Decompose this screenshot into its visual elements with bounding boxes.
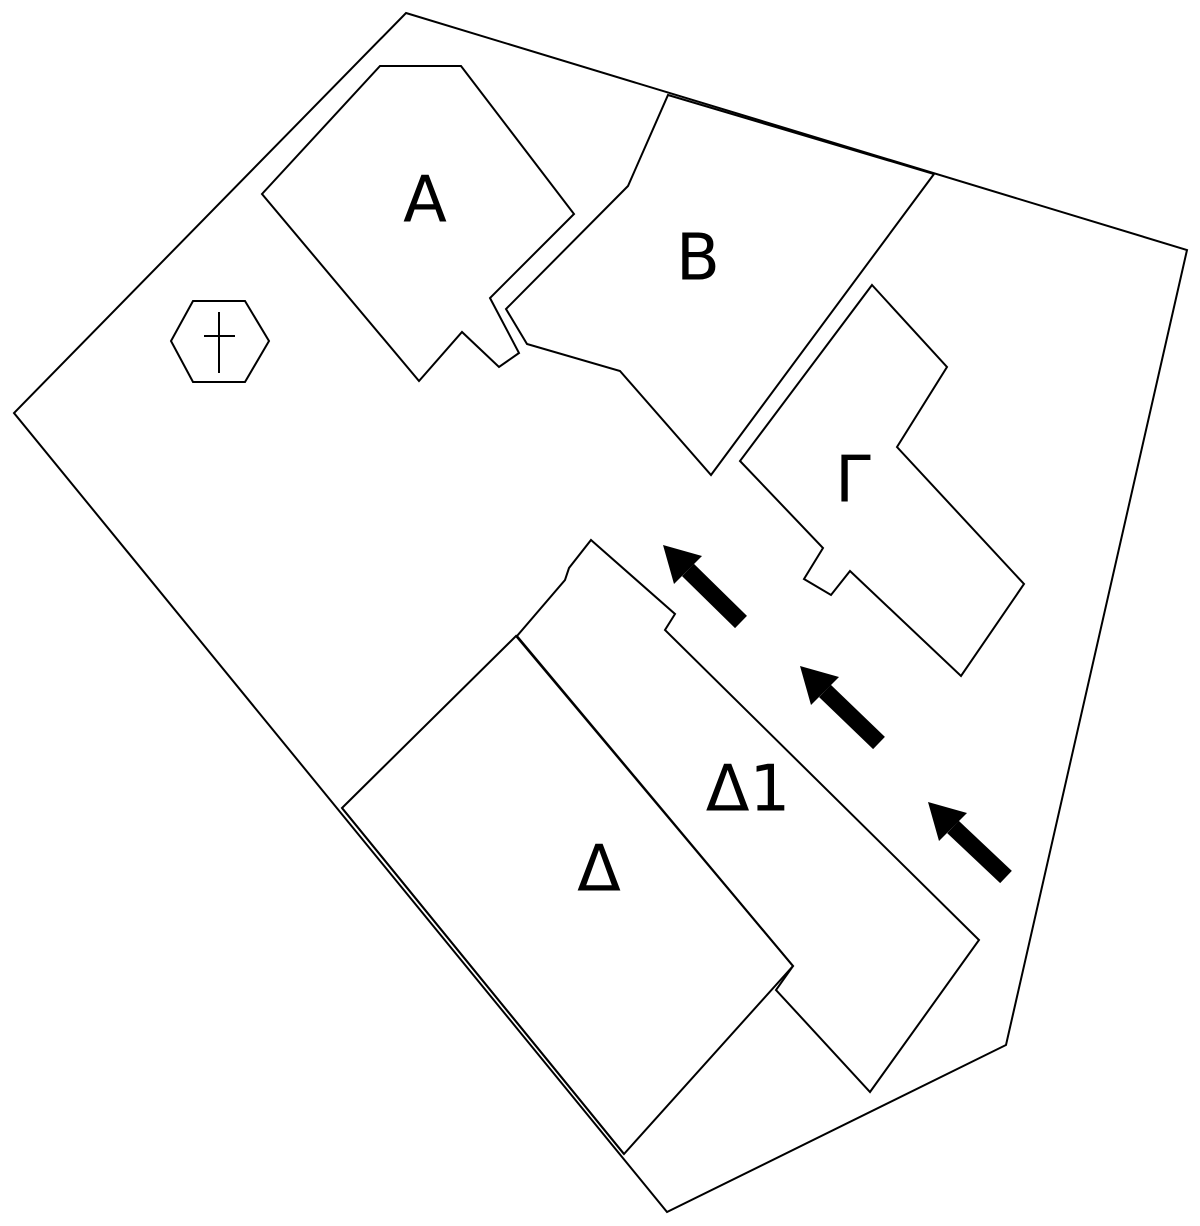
arrow-up-left-icon [800, 666, 885, 750]
building-b-label: Β [676, 222, 720, 296]
boundary-inner-line [341, 807, 625, 1155]
building-d1-label: Δ1 [706, 753, 791, 827]
site-boundary [12, 11, 1189, 1214]
building-d [340, 634, 795, 1156]
building-g [738, 283, 1026, 678]
building-d1 [515, 538, 981, 1094]
building-a [260, 65, 576, 383]
building-b [504, 93, 936, 477]
arrow-up-left-icon [928, 802, 1012, 884]
building-a-label: Α [403, 164, 447, 238]
arrow-up-left-icon [663, 545, 747, 629]
cross-in-hexagon-icon [169, 300, 271, 383]
building-d-label: Δ [577, 833, 621, 907]
building-g-label: Γ [835, 444, 871, 518]
